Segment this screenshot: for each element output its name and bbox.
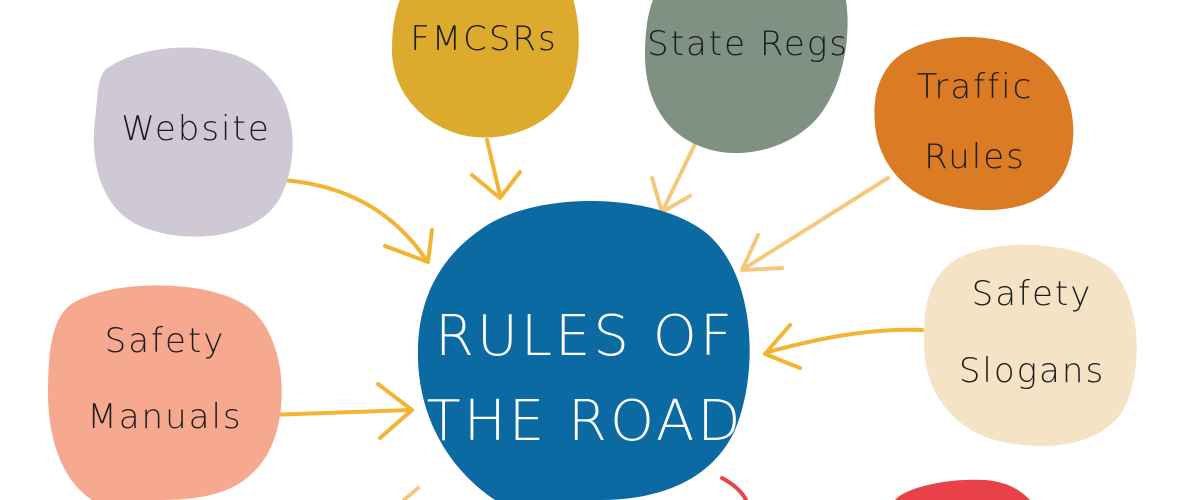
arrow-bottom-left-light — [402, 486, 420, 500]
website-blob — [93, 47, 293, 237]
arrow-state-regs — [661, 138, 699, 212]
safety-slogans-line1: Safety — [972, 274, 1093, 314]
center-title-line1: RULES OF — [435, 304, 735, 369]
state-regs-blob — [645, 0, 848, 154]
node-safety-slogans: Safety Slogans — [923, 244, 1137, 447]
node-website: Website — [93, 47, 293, 237]
traffic-rules-line1: Traffic — [917, 67, 1034, 107]
center-blob — [417, 201, 750, 500]
fmcsrs-label: FMCSRs — [410, 19, 558, 59]
traffic-rules-line2: Rules — [924, 137, 1026, 177]
website-label: Website — [121, 109, 271, 149]
safety-manuals-blob — [48, 285, 282, 500]
arrow-fmcsrs — [485, 138, 502, 197]
arrow-safety-slogans-head — [763, 323, 802, 370]
arrow-website-head — [383, 228, 434, 264]
safety-slogans-line2: Slogans — [959, 351, 1105, 391]
safety-manuals-line2: Manuals — [87, 397, 242, 437]
safety-slogans-blob — [923, 244, 1137, 447]
arrow-safety-manuals-head — [376, 382, 414, 440]
arrow-fmcsrs-head — [470, 170, 522, 200]
node-center: RULES OF THE ROAD — [417, 201, 750, 500]
safety-manuals-line1: Safety — [105, 321, 226, 361]
arrow-traffic-rules-head — [740, 233, 784, 272]
arrow-website — [280, 178, 427, 260]
center-title-line2: THE ROAD — [427, 389, 744, 454]
arrow-safety-slogans — [766, 327, 924, 354]
node-fmcsrs: FMCSRs — [392, 0, 579, 138]
arrow-bottom-red — [720, 476, 748, 500]
node-state-regs: State Regs — [645, 0, 849, 154]
arrow-traffic-rules — [743, 176, 890, 270]
node-traffic-rules: Traffic Rules — [874, 37, 1074, 211]
state-regs-label: State Regs — [647, 24, 849, 64]
node-safety-manuals: Safety Manuals — [48, 285, 282, 500]
fmcsrs-blob — [392, 0, 579, 138]
partial-blob-bottom — [895, 479, 1030, 500]
traffic-rules-blob — [874, 37, 1074, 211]
